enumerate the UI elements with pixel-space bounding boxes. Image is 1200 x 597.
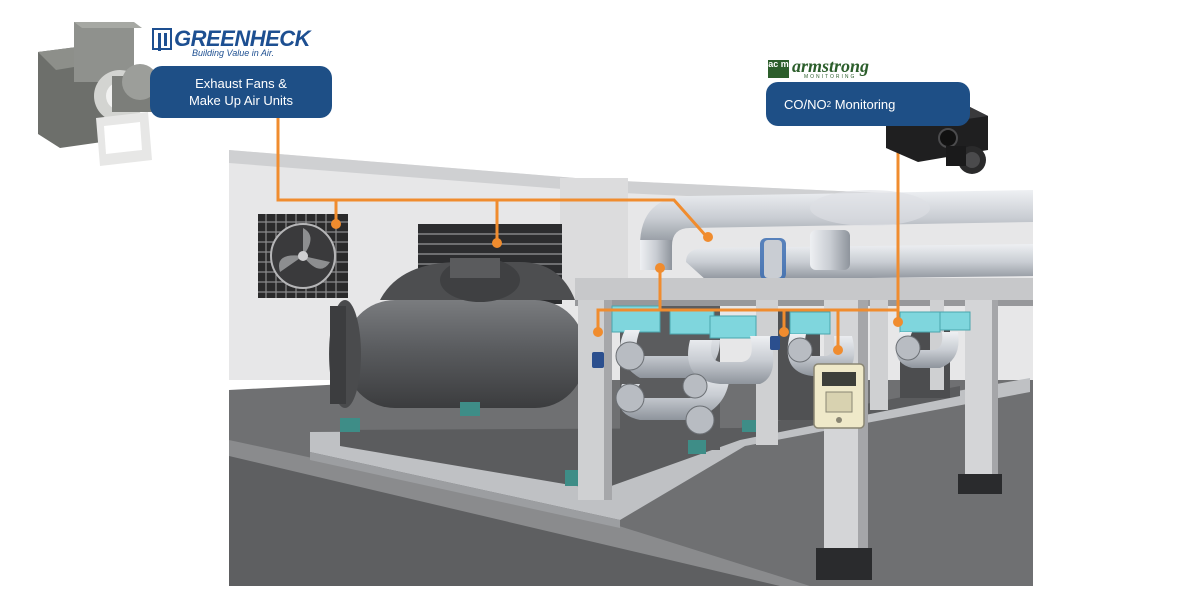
callout-co-no2-label: CO/NO — [784, 96, 827, 112]
callout-exhaust-fans: Exhaust Fans & Make Up Air Units — [150, 66, 332, 118]
greenheck-logo-tagline: Building Value in Air. — [192, 48, 275, 58]
armstrong-logo-subtitle: MONITORING — [804, 74, 857, 80]
leader-lines — [276, 118, 900, 348]
armstrong-logo-name: armstrong — [792, 56, 870, 76]
greenheck-logo: GREENHECK Building Value in Air. — [152, 26, 311, 60]
gas-sensor-panel — [813, 363, 865, 429]
overhead-piping — [640, 190, 1033, 280]
greenheck-fan-product-image — [38, 22, 158, 166]
leader-dots — [331, 219, 903, 355]
callout-co-no2-suffix: Monitoring — [831, 96, 896, 112]
greenheck-logo-icon — [152, 28, 172, 50]
greenheck-logo-name: GREENHECK — [174, 26, 311, 51]
armstrong-logo: ac m armstrong MONITORING — [768, 56, 898, 83]
callout-exhaust-fans-line2: Make Up Air Units — [188, 93, 294, 108]
chiller-piping — [592, 305, 971, 435]
armstrong-logo-icon: ac m — [768, 60, 789, 78]
callout-exhaust-fans-line1: Exhaust Fans & — [195, 76, 287, 91]
callout-co-no2-subscript: 2 — [826, 99, 832, 109]
